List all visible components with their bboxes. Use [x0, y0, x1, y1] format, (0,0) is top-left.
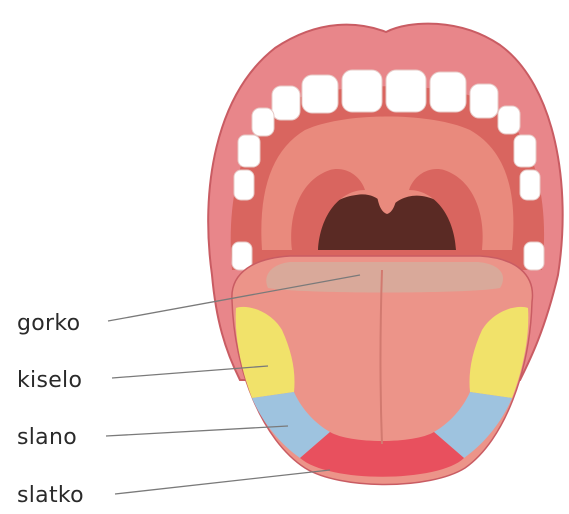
tooth	[470, 84, 498, 118]
tooth	[520, 170, 540, 200]
tooth	[342, 70, 382, 112]
label-bitter: gorko	[17, 313, 80, 335]
tooth	[238, 135, 260, 167]
tooth	[232, 242, 252, 270]
tooth	[524, 242, 544, 270]
bitter-zone	[266, 262, 503, 293]
tooth	[272, 86, 300, 120]
label-salty: slano	[17, 427, 77, 449]
tooth	[302, 75, 338, 113]
tooth	[514, 135, 536, 167]
leader-line-sweet	[115, 470, 330, 494]
tooth	[498, 106, 520, 134]
label-sour: kiselo	[17, 370, 82, 392]
leader-line-salty	[106, 426, 288, 436]
label-sweet: slatko	[17, 485, 84, 507]
tooth	[386, 70, 426, 112]
tooth	[252, 108, 274, 136]
tooth	[430, 72, 466, 112]
tooth	[234, 170, 254, 200]
